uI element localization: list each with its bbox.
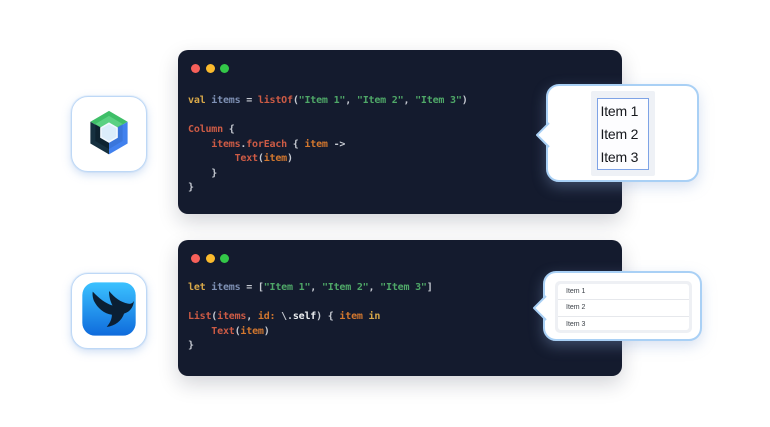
swiftui-code-block: let items = ["Item 1", "Item 2", "Item 3…: [178, 263, 622, 354]
code-token: {: [286, 138, 305, 150]
code-token: ,: [345, 95, 357, 106]
jetpack-compose-icon: [78, 101, 140, 168]
code-token: item: [339, 311, 363, 322]
compose-preview-box: Item 1 Item 2 Item 3: [596, 97, 649, 170]
code-token: {: [222, 124, 235, 135]
code-line: }: [188, 167, 610, 182]
minimize-button[interactable]: [205, 64, 215, 73]
code-token: id:: [257, 311, 276, 322]
code-line: List(items, id: \.self) { item in: [188, 310, 610, 325]
code-line: Text(item): [188, 325, 610, 340]
code-token: forEach: [246, 138, 287, 150]
swiftui-swift-bird-icon: [80, 280, 138, 343]
window-titlebar: [178, 240, 622, 263]
code-token: "Item 1": [263, 282, 311, 293]
code-token: in: [368, 311, 381, 322]
code-token: let: [188, 282, 206, 293]
code-token: "Item 3": [380, 282, 427, 293]
code-token: [188, 139, 211, 150]
zoom-button[interactable]: [220, 64, 229, 73]
code-token: [188, 153, 235, 164]
code-token: val: [188, 95, 206, 106]
code-line: Column {: [188, 123, 610, 138]
code-token: ,: [246, 311, 258, 322]
code-token: items: [211, 282, 241, 293]
list-item: Item 3: [566, 320, 586, 328]
code-token: Text: [234, 153, 258, 164]
code-token: listOf: [257, 95, 293, 106]
code-token: = [: [240, 282, 264, 293]
close-button[interactable]: [191, 64, 200, 73]
zoom-button[interactable]: [220, 254, 229, 263]
code-token: }: [188, 182, 194, 193]
minimize-button[interactable]: [205, 254, 215, 263]
callout-tail: [533, 295, 547, 321]
list-item: Item 2: [600, 125, 639, 142]
code-token: =: [240, 95, 258, 106]
code-token: ): [263, 325, 270, 337]
compose-output-callout: Item 1 Item 2 Item 3: [536, 84, 699, 182]
code-token: Column: [188, 124, 223, 135]
window-titlebar: [178, 50, 622, 73]
code-line: let items = ["Item 1", "Item 2", "Item 3…: [188, 281, 610, 296]
code-token: items: [211, 95, 241, 106]
compose-preview-panel: Item 1 Item 2 Item 3: [590, 91, 655, 176]
code-line: val items = listOf("Item 1", "Item 2", "…: [188, 94, 610, 109]
list-item: Item 2: [558, 300, 689, 317]
code-token: "Item 2": [321, 282, 369, 293]
code-token: "Item 3": [415, 95, 462, 106]
code-token: item: [304, 138, 328, 150]
code-token: List: [188, 311, 212, 322]
code-token: }: [188, 340, 194, 351]
code-token: items: [211, 138, 241, 150]
code-line: }: [188, 339, 610, 354]
jetpack-compose-logo-card: [71, 96, 147, 172]
code-token: (: [211, 311, 218, 322]
code-line: Text(item): [188, 152, 610, 167]
code-token: item: [263, 153, 287, 164]
code-token: .: [240, 138, 247, 150]
code-token: "Item 1": [298, 95, 346, 106]
code-token: ]: [426, 282, 433, 293]
code-token: self: [292, 311, 317, 322]
code-line: items.forEach { item ->: [188, 138, 610, 153]
code-token: ,: [403, 95, 416, 106]
code-token: ->: [327, 138, 346, 150]
code-token: ,: [368, 282, 381, 293]
code-token: ): [287, 153, 293, 164]
code-token: (: [257, 153, 264, 164]
code-token: }: [188, 167, 218, 179]
code-token: [188, 326, 211, 337]
code-token: item: [240, 325, 264, 337]
code-token: (: [234, 325, 241, 337]
code-token: items: [217, 311, 247, 322]
swiftui-logo-card: [71, 273, 147, 349]
compose-code-block: val items = listOf("Item 1", "Item 2", "…: [178, 73, 622, 196]
code-token: "Item 2": [356, 95, 404, 106]
code-token: ,: [310, 282, 322, 293]
code-token: ): [461, 95, 468, 106]
code-token: ) {: [316, 311, 340, 322]
code-token: Text: [211, 325, 235, 337]
list-item: Item 1: [558, 284, 689, 301]
callout-tail: [536, 122, 550, 148]
list-item: Item 3: [600, 148, 639, 165]
code-line: }: [188, 181, 610, 196]
code-token: \.: [275, 311, 293, 322]
close-button[interactable]: [191, 254, 200, 263]
list-item: Item 1: [600, 102, 639, 119]
code-token: (: [292, 95, 299, 106]
